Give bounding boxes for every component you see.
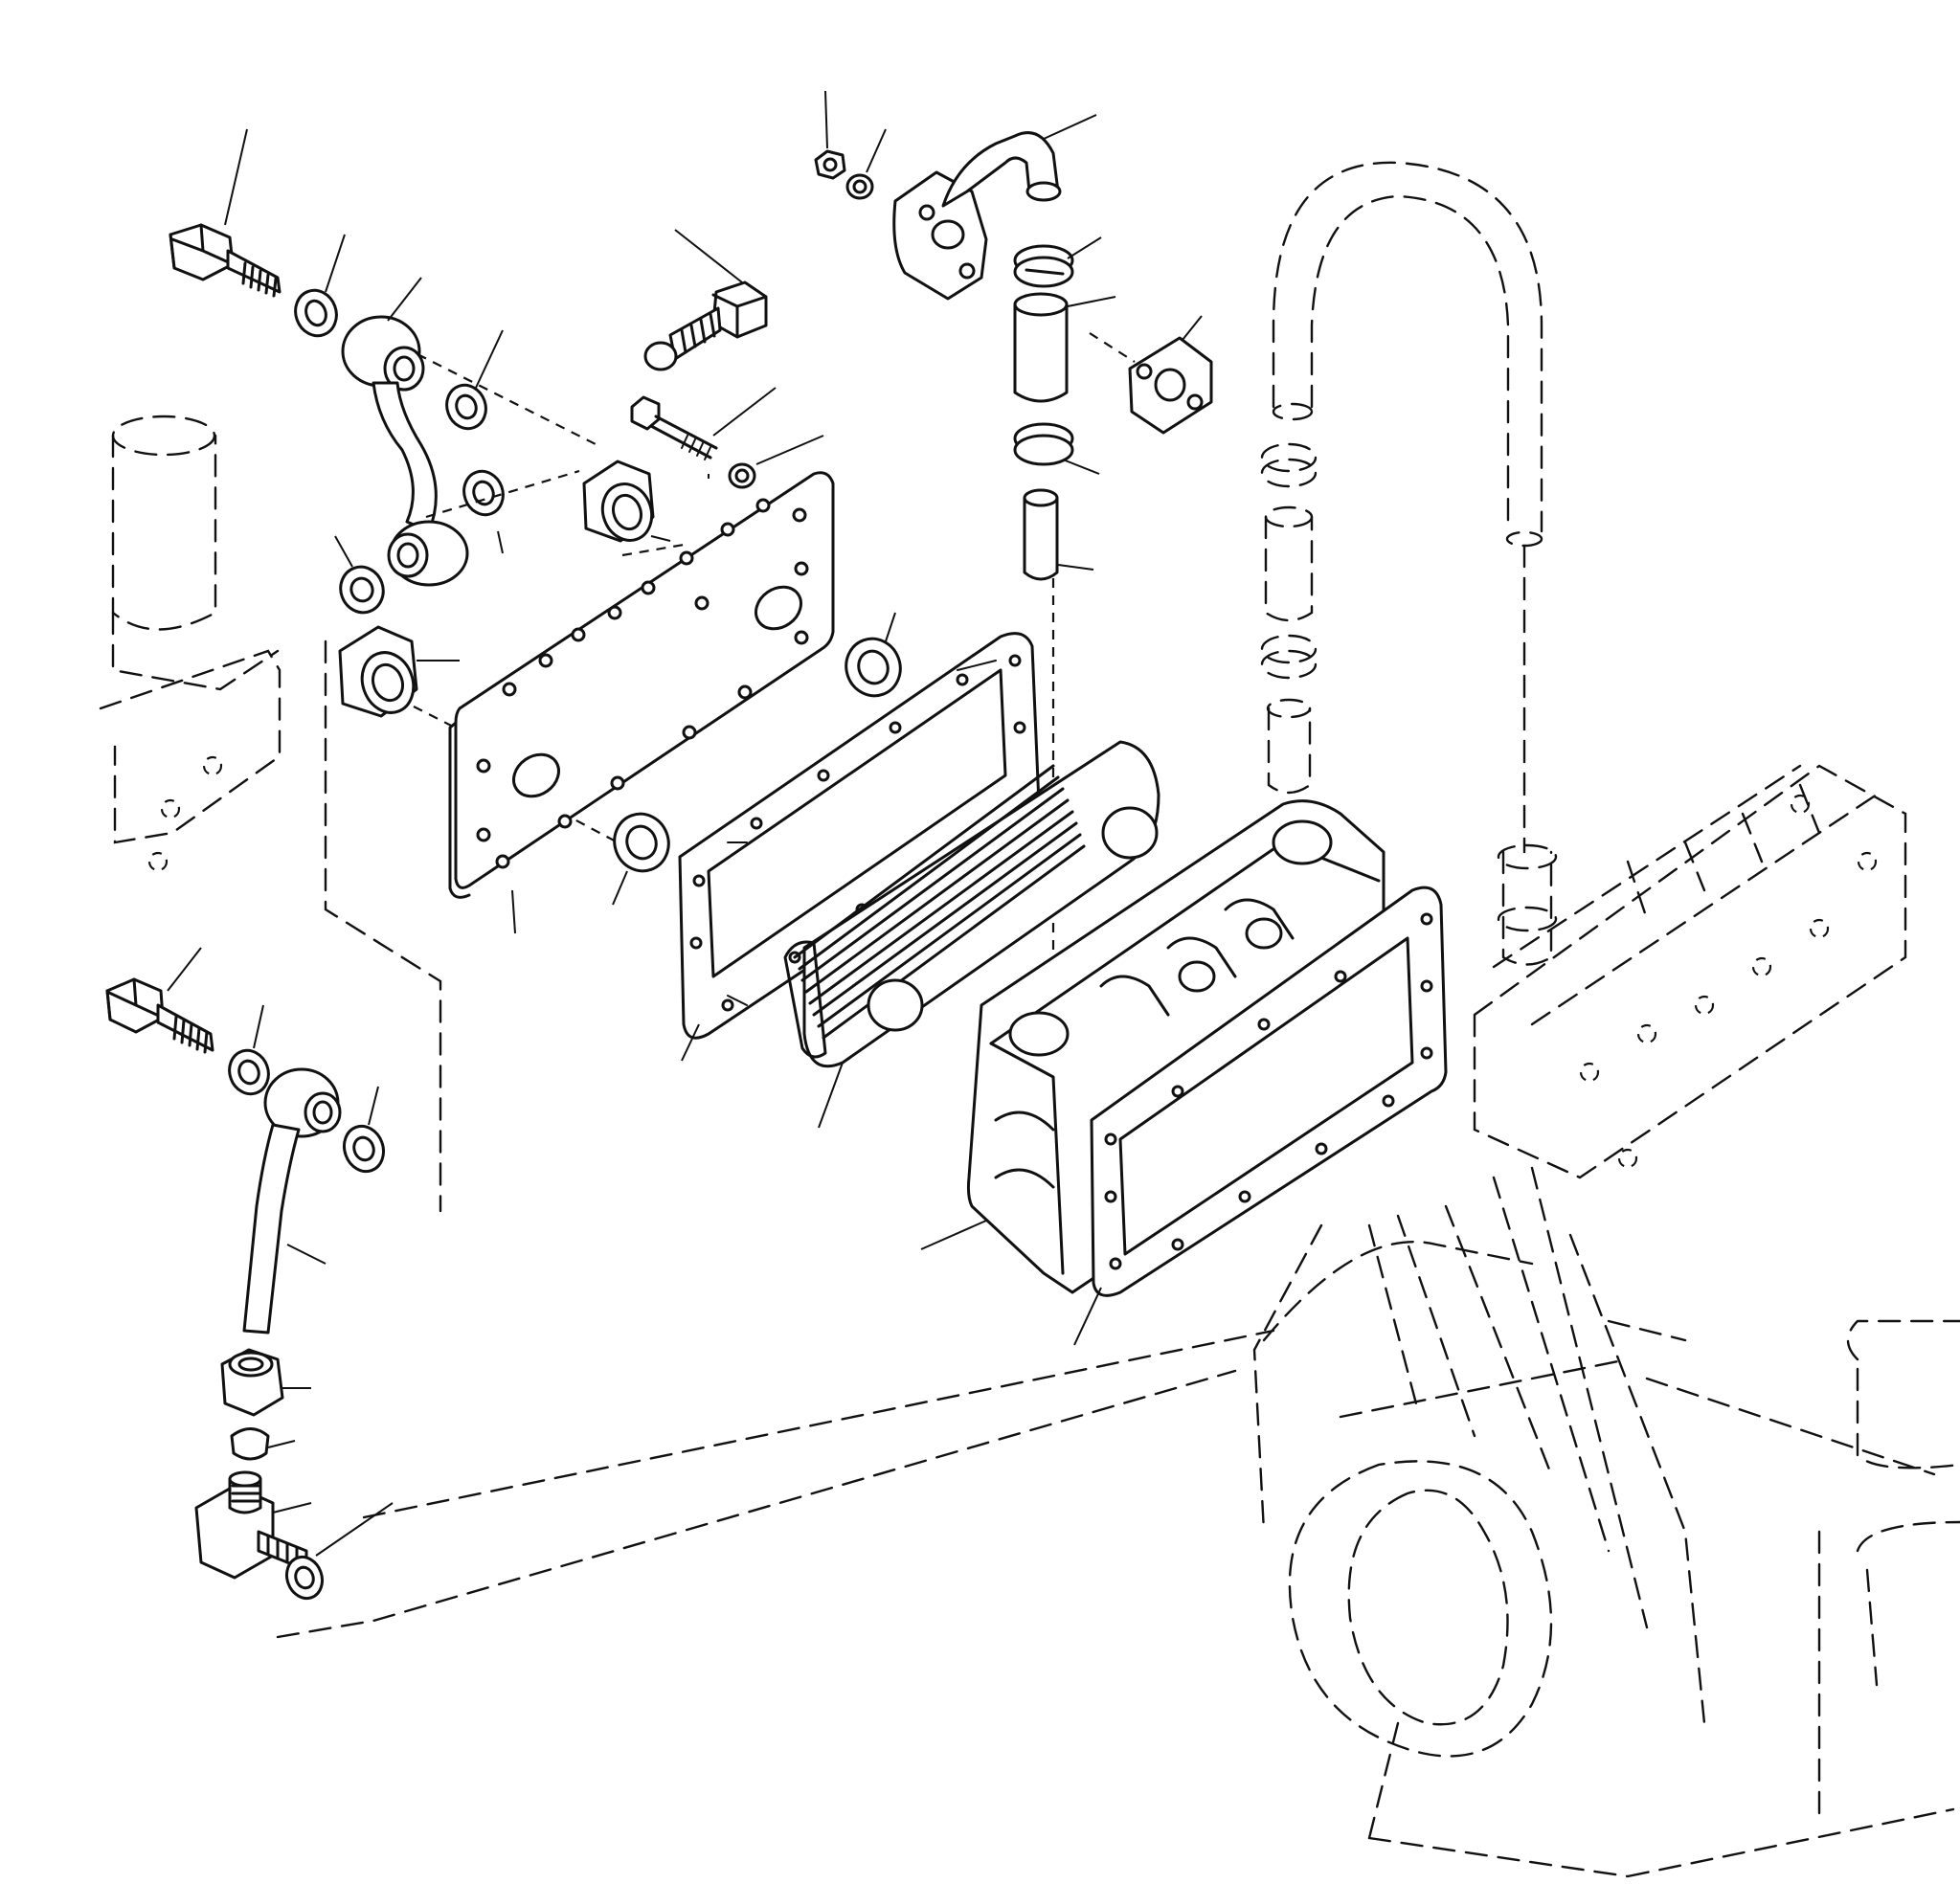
- clip-icon: [1013, 236, 1102, 288]
- breather-hose-outline: [1260, 161, 1558, 966]
- gasket-icon: [1128, 315, 1213, 435]
- banjo-bolt-icon: [643, 229, 768, 371]
- washer-icon: [845, 612, 902, 698]
- banjo-bolt-icon: [169, 128, 282, 298]
- hose-icon: [1013, 292, 1116, 403]
- banjo-bolt-icon: [105, 947, 214, 1054]
- pipe-icon: [341, 277, 469, 587]
- washer-icon: [445, 329, 504, 431]
- nut-icon: [220, 1348, 311, 1417]
- nut-icon: [338, 625, 460, 718]
- bolt-icon: [630, 387, 777, 460]
- washer-icon: [294, 234, 346, 338]
- gasket-icon: [1073, 886, 1448, 1346]
- washer-icon: [845, 128, 887, 200]
- washer-icon: [612, 812, 670, 906]
- engine-block-outline: [99, 415, 1960, 1878]
- cooler-icon: [783, 740, 1160, 1129]
- washer-icon: [284, 1502, 394, 1601]
- plate-icon: [448, 471, 835, 934]
- washer-icon: [228, 1004, 270, 1096]
- washer-icon: [462, 469, 505, 554]
- nut-icon: [814, 90, 846, 180]
- pipe-icon: [242, 1067, 342, 1334]
- washer-icon: [342, 1086, 386, 1174]
- gasket-icon: [678, 632, 1041, 1062]
- washer-icon: [334, 535, 385, 615]
- nut-icon: [582, 460, 671, 543]
- elbow-icon: [892, 114, 1097, 301]
- olive-icon: [230, 1427, 296, 1461]
- hose-icon: [1023, 488, 1094, 581]
- clip-icon: [1013, 422, 1100, 475]
- washer-icon: [728, 435, 824, 489]
